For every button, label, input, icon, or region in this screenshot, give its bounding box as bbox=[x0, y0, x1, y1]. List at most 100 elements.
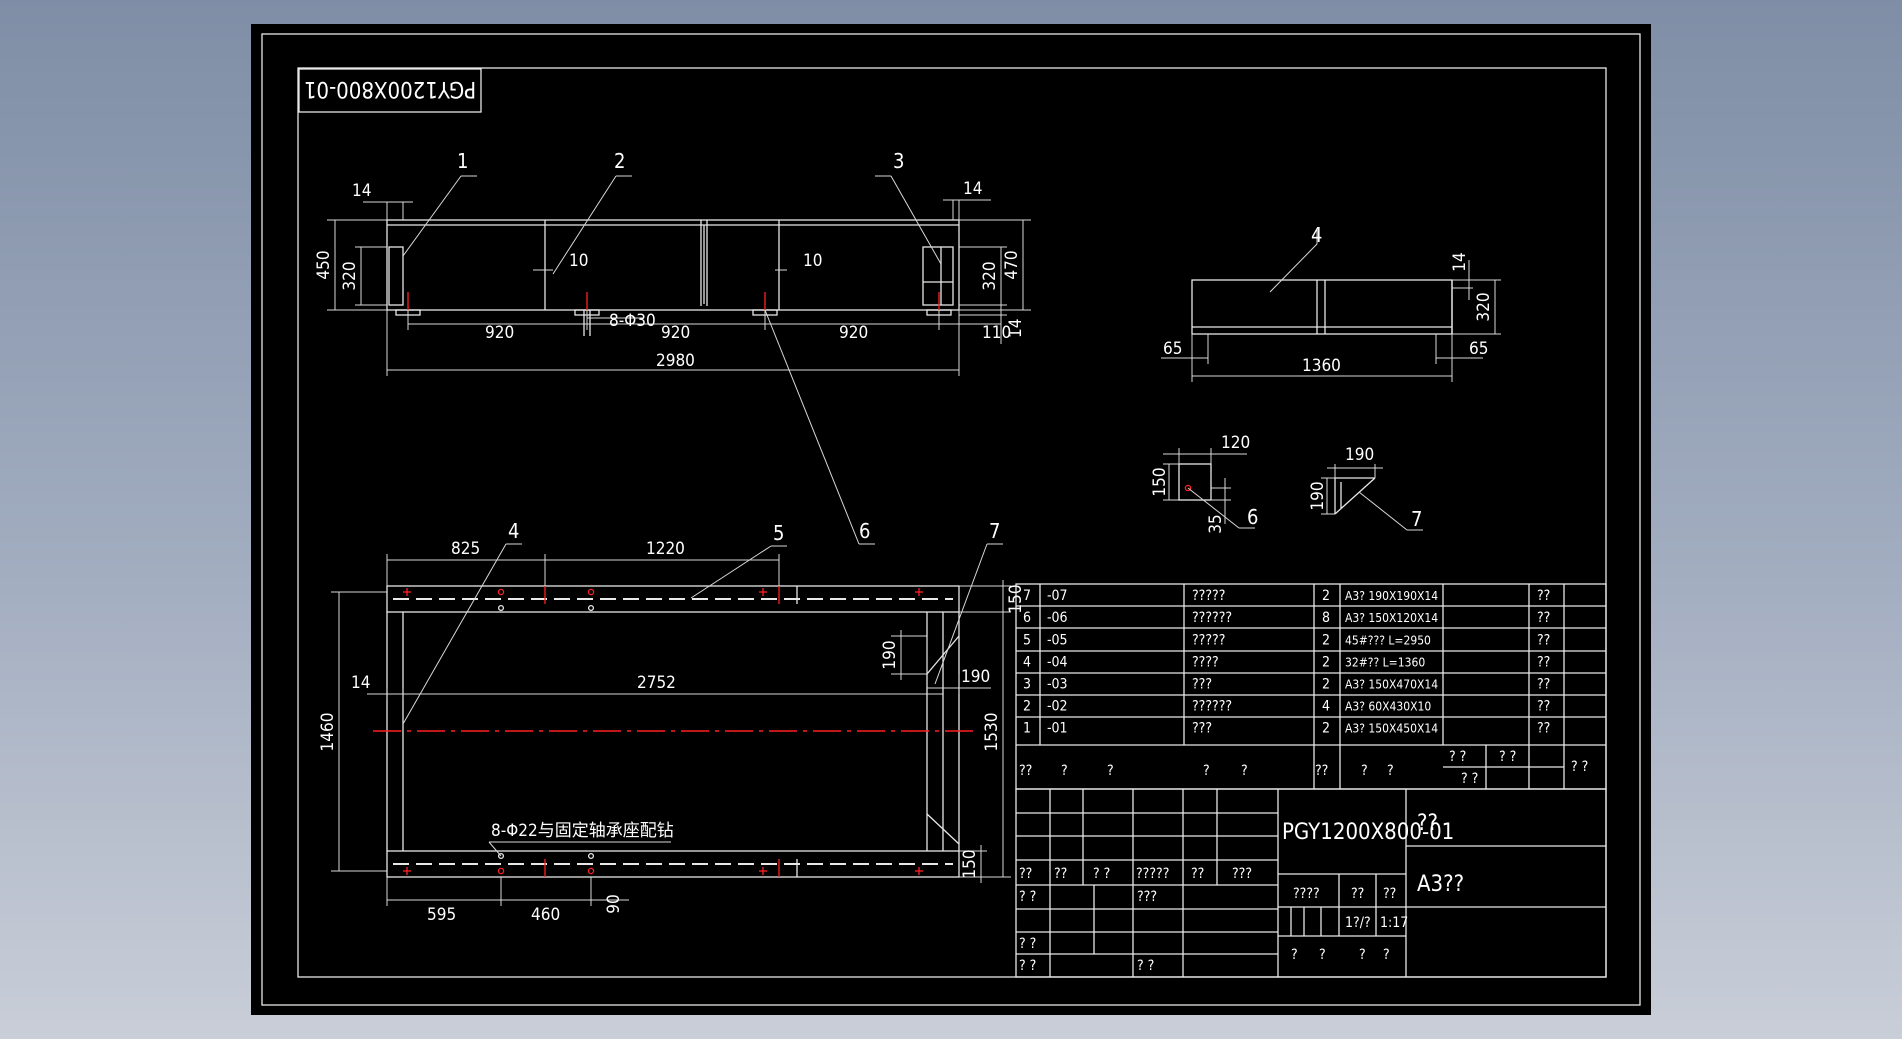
dim-front-14-right: 14 bbox=[963, 179, 982, 199]
part-name: ?????? bbox=[1192, 610, 1232, 626]
dim-side-1360: 1360 bbox=[1302, 356, 1341, 376]
parts-header-c9: ? ? bbox=[1449, 749, 1466, 765]
parts-header-c8: ? bbox=[1387, 763, 1394, 779]
dim-side-14: 14 bbox=[1450, 252, 1470, 271]
part-qty: 2 bbox=[1322, 588, 1330, 604]
dim-side-65-left: 65 bbox=[1163, 339, 1182, 359]
part-no: 4 bbox=[1023, 654, 1031, 670]
dim-front-10-a: 10 bbox=[569, 251, 588, 271]
dim-detail6-150: 150 bbox=[1150, 467, 1170, 496]
part-note: ?? bbox=[1537, 699, 1550, 715]
balloon-1: 1 bbox=[457, 149, 468, 173]
part-code: -04 bbox=[1047, 654, 1068, 670]
title-scale: 1:17 bbox=[1380, 915, 1408, 931]
part-note: ?? bbox=[1537, 632, 1550, 648]
dim-side-65-right: 65 bbox=[1469, 339, 1488, 359]
part-material: A3? 190X190X14 bbox=[1345, 589, 1438, 603]
part-material: A3? 150X450X14 bbox=[1345, 722, 1438, 736]
part-note: ?? bbox=[1537, 610, 1550, 626]
dim-front-10-b: 10 bbox=[803, 251, 822, 271]
part-qty: 2 bbox=[1322, 677, 1330, 693]
part-code: -06 bbox=[1047, 610, 1068, 626]
part-name: ??? bbox=[1192, 677, 1212, 693]
title-stage: ???? bbox=[1293, 886, 1320, 902]
part-note: ?? bbox=[1537, 588, 1550, 604]
part-material: 45#??? L=2950 bbox=[1345, 633, 1431, 647]
plan-view-leaders bbox=[402, 543, 1003, 725]
parts-header-c6: ?? bbox=[1315, 763, 1328, 779]
part-code: -01 bbox=[1047, 721, 1068, 737]
plan-hole-note: 8-Φ22与固定轴承座配钻 bbox=[491, 821, 674, 841]
title-sign-c: ? ? bbox=[1093, 866, 1110, 882]
cad-viewport[interactable]: PGY1200X800-01 1 2 3 bbox=[251, 24, 1651, 1015]
parts-header-c1: ?? bbox=[1019, 763, 1032, 779]
title-row-check: ? ? bbox=[1019, 936, 1036, 952]
balloon-6-main: 6 bbox=[859, 519, 870, 543]
part-name: ????? bbox=[1192, 632, 1225, 648]
balloon-7-detail: 7 bbox=[1411, 507, 1422, 531]
side-view bbox=[1161, 228, 1501, 382]
plan-view-dimension-lines bbox=[331, 554, 1011, 906]
dim-front-920-1: 920 bbox=[485, 323, 514, 343]
dim-side-320: 320 bbox=[1474, 292, 1494, 321]
parts-list-grid bbox=[1015, 583, 1607, 790]
dim-plan-14: 14 bbox=[351, 673, 370, 693]
title-row-design-value: ??? bbox=[1137, 889, 1157, 905]
part-no: 5 bbox=[1023, 632, 1031, 648]
parts-header-c4: ? bbox=[1203, 763, 1210, 779]
dim-front-2980: 2980 bbox=[656, 351, 695, 371]
title-paper-size: A3?? bbox=[1417, 872, 1464, 897]
part-qty: 2 bbox=[1322, 632, 1330, 648]
part-note: ?? bbox=[1537, 677, 1550, 693]
title-bottom-d: ? bbox=[1383, 947, 1390, 963]
part-no: 7 bbox=[1023, 588, 1031, 604]
part-name: ?????? bbox=[1192, 699, 1232, 715]
dim-plan-1220: 1220 bbox=[646, 539, 685, 559]
title-sign-f: ??? bbox=[1232, 866, 1252, 882]
title-bottom-b: ? bbox=[1319, 947, 1326, 963]
dim-front-110: 110 bbox=[982, 323, 1011, 343]
dim-plan-190-v: 190 bbox=[880, 640, 900, 669]
part-qty: 2 bbox=[1322, 654, 1330, 670]
dim-front-920-3: 920 bbox=[839, 323, 868, 343]
dim-detail6-120: 120 bbox=[1221, 433, 1250, 453]
parts-header-c12: ? ? bbox=[1571, 759, 1588, 775]
parts-header-c11: ? ? bbox=[1461, 771, 1478, 787]
part-no: 3 bbox=[1023, 677, 1031, 693]
parts-header-c2: ? bbox=[1061, 763, 1068, 779]
balloon-5-plan: 5 bbox=[773, 521, 784, 545]
part-material: A3? 60X430X10 bbox=[1345, 700, 1431, 714]
title-row-design: ? ? bbox=[1019, 889, 1036, 905]
balloon-7-plan: 7 bbox=[989, 519, 1000, 543]
balloon-6-detail: 6 bbox=[1247, 505, 1258, 529]
dim-front-14-foot: 14 bbox=[1006, 319, 1026, 338]
front-view-leaders bbox=[402, 175, 942, 275]
part-material: A3? 150X470X14 bbox=[1345, 678, 1438, 692]
sheet-outer-border bbox=[261, 33, 1641, 1006]
leader-6-main bbox=[764, 309, 860, 545]
dim-plan-825: 825 bbox=[451, 539, 480, 559]
dim-front-320-right: 320 bbox=[980, 261, 1000, 290]
dim-detail7-190-w: 190 bbox=[1345, 445, 1374, 465]
number-box bbox=[298, 68, 482, 113]
balloon-3: 3 bbox=[893, 149, 904, 173]
part-no: 2 bbox=[1023, 699, 1031, 715]
part-material: A3? 150X120X14 bbox=[1345, 611, 1438, 625]
dim-plan-190-h: 190 bbox=[961, 667, 990, 687]
title-weight: ?? bbox=[1351, 886, 1364, 902]
part-no: 1 bbox=[1023, 721, 1031, 737]
balloon-4-side: 4 bbox=[1311, 223, 1322, 247]
title-bottom-c: ? bbox=[1359, 947, 1366, 963]
front-view-dimension-lines bbox=[327, 199, 1031, 376]
part-note: ?? bbox=[1537, 721, 1550, 737]
part-code: -03 bbox=[1047, 677, 1068, 693]
dim-plan-2752: 2752 bbox=[637, 673, 676, 693]
part-code: -02 bbox=[1047, 699, 1068, 715]
drawing-number-reversed: PGY1200X800-01 bbox=[304, 76, 476, 101]
dim-front-14-left: 14 bbox=[352, 181, 371, 201]
sheet-inner-border bbox=[297, 67, 1607, 978]
plan-view bbox=[373, 585, 975, 878]
part-code: -07 bbox=[1047, 588, 1068, 604]
dim-front-450: 450 bbox=[314, 250, 334, 279]
